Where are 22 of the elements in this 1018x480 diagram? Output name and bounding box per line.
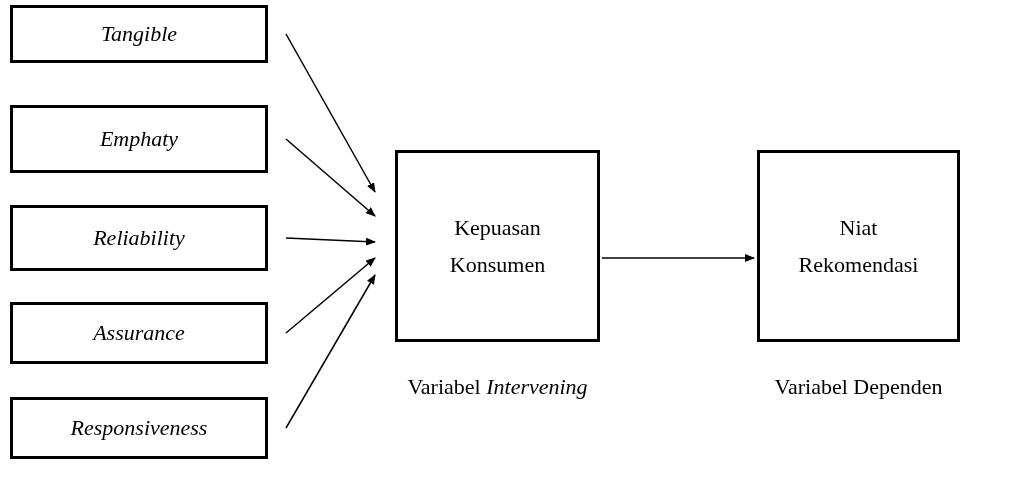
arrow — [285, 237, 376, 246]
arrow — [601, 254, 755, 262]
arrow — [285, 274, 376, 429]
variable-box — [10, 205, 268, 271]
variable-name: Kepuasan Konsumen — [448, 213, 547, 279]
variable-name: Responsiveness — [70, 414, 208, 443]
variable-name: Niat Rekomendasi — [797, 213, 920, 279]
variable-box — [10, 105, 268, 173]
variable-name: Emphaty — [99, 125, 179, 154]
variable-type-caption: Variabel Dependen — [773, 373, 944, 401]
variable-name: Tangible — [100, 20, 178, 49]
variable-box — [757, 150, 960, 342]
variable-type-caption: Variabel Intervening — [406, 373, 589, 401]
arrow — [285, 33, 376, 193]
variable-box — [10, 5, 268, 63]
variable-name: Reliability — [93, 224, 185, 253]
arrow — [285, 138, 376, 217]
variable-name: Assurance — [93, 319, 185, 348]
arrow — [285, 257, 376, 334]
variable-box — [10, 397, 268, 459]
variable-box — [395, 150, 600, 342]
variable-box — [10, 302, 268, 364]
